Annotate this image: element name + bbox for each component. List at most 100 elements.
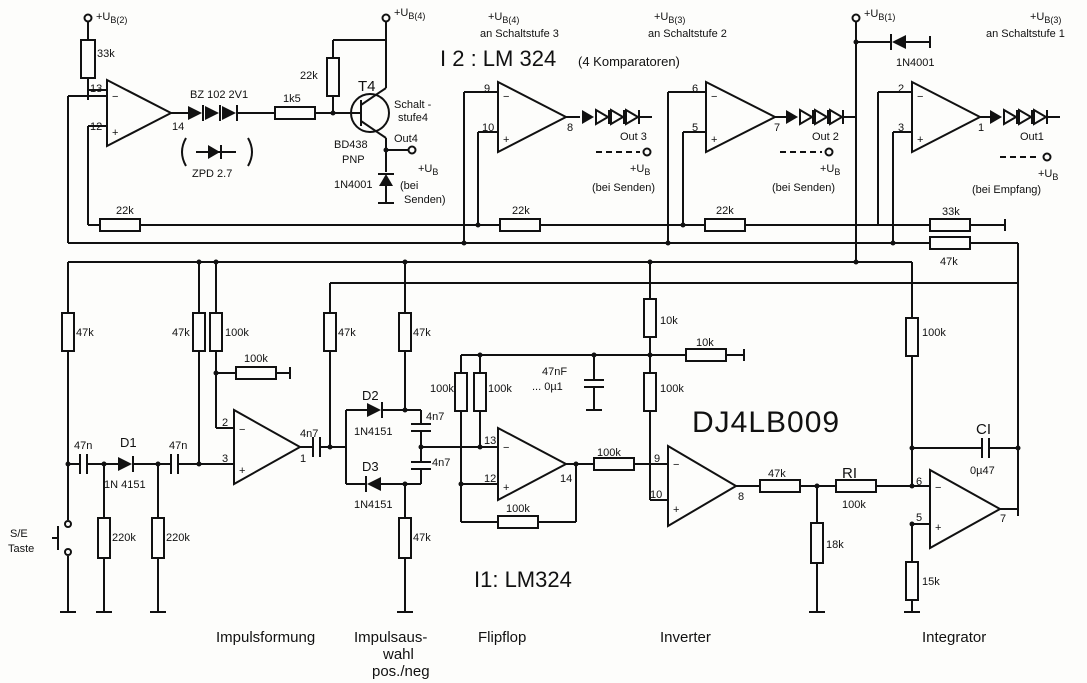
opamp-1 <box>911 80 983 154</box>
svg-text:+: + <box>711 134 717 146</box>
lbl-ub-3: +UB <box>630 163 650 177</box>
pin-13b: 13 <box>484 435 496 447</box>
lbl-bei-empfang: (bei Empfang) <box>972 184 1041 196</box>
pin-13: 13 <box>90 83 102 95</box>
lbl-100k-1: 100k <box>225 327 249 339</box>
resistor-100k-3 <box>454 372 468 412</box>
resistor-220k-2 <box>151 517 165 559</box>
label-ub4: +UB(4) <box>394 7 425 21</box>
resistor-22k-b <box>499 218 541 232</box>
label-stage1: an Schaltstufe 1 <box>986 28 1065 40</box>
svg-text:−: − <box>673 459 679 471</box>
svg-text:+: + <box>503 482 509 494</box>
pin-2: 2 <box>898 83 904 95</box>
pin-3: 3 <box>898 122 904 134</box>
lbl-1k5: 1k5 <box>283 93 301 105</box>
section-integrator: Integrator <box>922 629 986 646</box>
lbl-ci-val: 0µ47 <box>970 465 995 477</box>
lbl-1n4001-b: 1N4001 <box>896 57 935 69</box>
opamp-impulsformung <box>233 408 303 486</box>
resistor-100k-9 <box>905 317 919 357</box>
title: DJ4LB009 <box>692 406 840 439</box>
lbl-100k-3: 100k <box>430 383 454 395</box>
resistor-22k-top <box>326 57 340 97</box>
lbl-se: S/E <box>10 528 28 540</box>
lbl-4n7-3: 4n7 <box>432 457 450 469</box>
section-impulsauswahl-3: pos./neg <box>372 663 430 680</box>
lbl-1n4151-d2: 1N4151 <box>354 426 393 438</box>
section-inverter: Inverter <box>660 629 711 646</box>
lbl-out4: Out4 <box>394 133 418 145</box>
resistor-47k-6 <box>759 479 801 493</box>
lbl-out2: Out 2 <box>812 131 839 143</box>
pin-2b: 2 <box>222 417 228 429</box>
label-stage3: an Schaltstufe 3 <box>480 28 559 40</box>
pin-6: 6 <box>692 83 698 95</box>
lbl-ub-senden: +UB <box>418 163 438 177</box>
lbl-220k-2: 220k <box>166 532 190 544</box>
svg-text:−: − <box>917 91 923 103</box>
svg-text:−: − <box>112 91 118 103</box>
resistor-100k-2 <box>235 366 277 380</box>
lbl-100k-2: 100k <box>244 353 268 365</box>
pin-3b: 3 <box>222 453 228 465</box>
svg-text:+: + <box>673 504 679 516</box>
svg-text:+: + <box>112 127 118 139</box>
resistor-47k-4 <box>398 312 412 352</box>
lbl-d3: D3 <box>362 459 379 474</box>
svg-text:−: − <box>239 424 245 436</box>
lbl-ub-2: +UB <box>820 163 840 177</box>
lbl-47k-6: 47k <box>768 468 786 480</box>
lbl-ci: CI <box>976 421 991 438</box>
lbl-47nf: 47nF <box>542 366 567 378</box>
lbl-100k-7: 100k <box>660 383 684 395</box>
lbl-0u1: ... 0µ1 <box>532 381 563 393</box>
lbl-4n7-1: 4n7 <box>300 428 318 440</box>
pin-5b: 5 <box>916 512 922 524</box>
lbl-4n7-2: 4n7 <box>426 411 444 423</box>
lbl-22k-top: 22k <box>300 70 318 82</box>
resistor-33k-b <box>929 218 971 232</box>
resistor-47k-left <box>61 312 75 352</box>
opamp-integrator <box>929 468 1003 550</box>
lbl-47k-2: 47k <box>172 327 190 339</box>
pin-7: 7 <box>774 122 780 134</box>
lbl-ri: RI <box>842 465 857 482</box>
svg-text:+: + <box>917 134 923 146</box>
section-flipflop: Flipflop <box>478 629 526 646</box>
lbl-1n4151-d1: 1N 4151 <box>104 479 146 491</box>
pin-8: 8 <box>567 122 573 134</box>
resistor-1k5 <box>274 106 316 120</box>
resistor-100k-7 <box>643 372 657 412</box>
lbl-47n-1: 47n <box>74 440 92 452</box>
lbl-bei: (bei <box>400 180 418 192</box>
label-ub1: +UB(1) <box>864 8 895 22</box>
lbl-47k-3: 47k <box>338 327 356 339</box>
lbl-100k-9: 100k <box>922 327 946 339</box>
lbl-47k-top: 47k <box>940 256 958 268</box>
resistor-100k-5 <box>497 515 539 529</box>
resistor-47k-5 <box>398 517 412 559</box>
ic2-note: (4 Komparatoren) <box>578 54 680 69</box>
pin-10: 10 <box>482 122 494 134</box>
opamp-flipflop <box>497 426 569 502</box>
svg-text:+: + <box>503 134 509 146</box>
lbl-d2: D2 <box>362 388 379 403</box>
pin-14b: 14 <box>560 473 572 485</box>
lbl-15k: 15k <box>922 576 940 588</box>
lbl-10k-2: 10k <box>696 337 714 349</box>
lbl-100k-5: 100k <box>506 503 530 515</box>
lbl-pnp: PNP <box>342 154 365 166</box>
opamp-signs: −+ −+ −+ −+ −+ −+ −+ −+ <box>112 91 941 534</box>
svg-text:−: − <box>503 442 509 454</box>
svg-text:−: − <box>935 482 941 494</box>
lbl-out1: Out1 <box>1020 131 1044 143</box>
label-ub3-stage2: +UB(3) <box>654 11 685 25</box>
resistor-47k-top <box>929 236 971 250</box>
pin-12b: 12 <box>484 473 496 485</box>
svg-text:+: + <box>239 465 245 477</box>
opamp-7 <box>705 80 778 154</box>
lbl-bei-senden-3: (bei Senden) <box>592 182 655 194</box>
svg-text:−: − <box>503 91 509 103</box>
label-ub3-stage1: +UB(3) <box>1030 11 1061 25</box>
